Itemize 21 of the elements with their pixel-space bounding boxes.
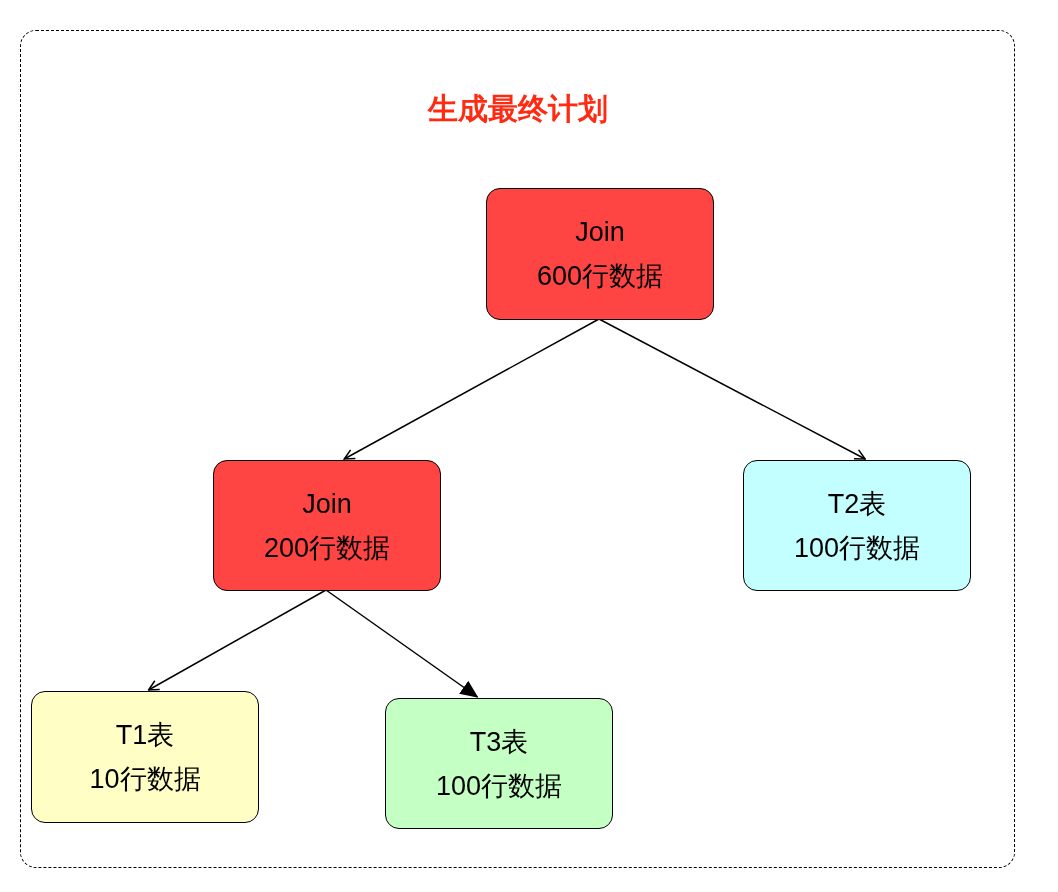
dashed-frame: [20, 30, 1015, 868]
process-box: [213, 460, 441, 591]
table-box: [31, 691, 259, 823]
box-label: Join: [575, 216, 625, 249]
box-label: 100行数据: [435, 769, 563, 803]
arrow: [147, 589, 327, 691]
box-label: 600行数据: [536, 260, 664, 293]
box-label: T2表: [827, 487, 887, 521]
box-label: 10行数据: [89, 763, 201, 796]
arrow: [325, 589, 479, 698]
arrow: [598, 318, 866, 460]
title: 生成最终计划: [426, 91, 609, 127]
box-label: 100行数据: [793, 531, 921, 565]
table-box: [385, 698, 613, 829]
arrow: [343, 318, 600, 460]
box-label: 200行数据: [263, 531, 391, 565]
box-label: T3表: [469, 725, 529, 759]
process-box: [486, 188, 714, 320]
table-box: [743, 460, 971, 591]
box-label: Join: [302, 487, 352, 521]
box-label: T1表: [115, 719, 175, 752]
